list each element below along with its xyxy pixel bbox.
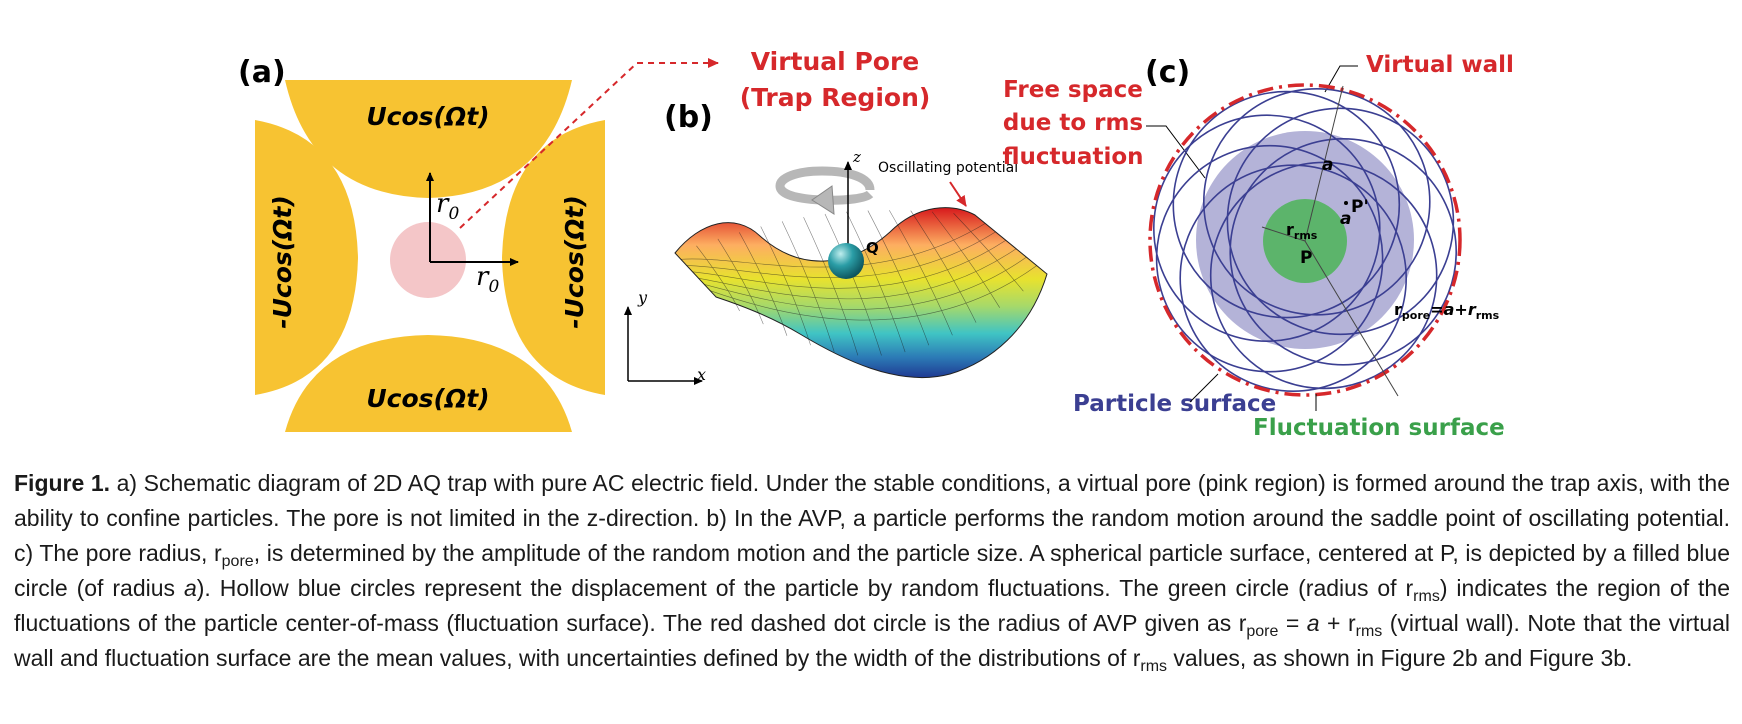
electrode-left (255, 120, 358, 395)
mesh-line (739, 232, 788, 336)
electrode-right (502, 120, 605, 395)
mesh-line (717, 238, 764, 325)
mesh-line (889, 210, 953, 336)
mesh-line (696, 245, 740, 312)
caption-label: Figure 1. (14, 470, 111, 496)
rotation-arrow (775, 166, 875, 205)
mesh-line (781, 221, 835, 352)
mesh-line (680, 223, 986, 268)
particle-displacement-circle (1203, 88, 1431, 316)
p-label: P (1300, 248, 1312, 268)
virtual-pore-title-line2: (Trap Region) (740, 83, 931, 112)
a-label-top: a (1322, 155, 1333, 175)
caption-subscript: pore (1246, 623, 1279, 640)
free-space-line2: due to rms (1003, 110, 1143, 136)
virtual-wall-circle (1148, 83, 1462, 397)
figure-1-illustration: (a) Ucos(Ωt) Ucos(Ωt) -Ucos(Ωt) -Ucos(Ωt… (238, 47, 1514, 441)
virtual-wall-pointer (1324, 65, 1358, 93)
electrode-bottom-label: Ucos(Ωt) (366, 384, 489, 413)
electrode-right-label: -Ucos(Ωt) (560, 195, 589, 329)
mesh-line (953, 213, 1024, 292)
caption-text: ). Hollow blue circles represent the dis… (196, 575, 1414, 601)
virtual-pore (390, 222, 466, 298)
mesh-line (710, 265, 1037, 321)
mesh-line (698, 248, 1017, 300)
caption-subscript: rms (1140, 658, 1168, 675)
caption-text: (virtual wall). Note that the virtual wa… (14, 610, 1731, 671)
caption-subscript: pore (221, 553, 254, 570)
panel-c: (c) Virtual wall Free space due to rms f… (1003, 52, 1514, 441)
mesh-line (846, 211, 906, 353)
electrode-top (285, 80, 572, 198)
particle-displacement-circle (1229, 138, 1457, 366)
mesh-line (686, 231, 996, 278)
caption-italic: a (183, 575, 197, 601)
mesh-line (692, 240, 1007, 289)
oscillating-potential-pointer (949, 181, 967, 207)
particle-displacement-circle (1179, 164, 1407, 393)
particle-surface-label: Particle surface (1073, 391, 1276, 417)
particle-displacement-circle (1155, 144, 1384, 373)
electrode-left-label: -Ucos(Ωt) (268, 195, 297, 329)
r0-vertical-label: r0 (436, 189, 459, 224)
particle-displacement-circle (1153, 114, 1381, 342)
mesh-line (704, 256, 1027, 310)
free-space-line1: Free space (1003, 77, 1143, 103)
caption-italic: a (1306, 610, 1320, 636)
caption-text: a) Schematic diagram of 2D AQ trap with … (14, 470, 1730, 566)
mesh-line (803, 217, 859, 356)
fluctuation-circles (1153, 88, 1457, 393)
radius-line-rrms (1261, 226, 1306, 242)
saddle-surface (674, 207, 1048, 379)
p-prime-point (1344, 201, 1348, 205)
rotation-arrow-head (811, 185, 835, 215)
panel-b-label: (b) (664, 100, 713, 135)
particle-q (828, 243, 864, 279)
caption-text: , is determined by the amplitude of the … (14, 540, 1730, 601)
free-space-pointer (1146, 125, 1206, 179)
particle-surface-pointer (1189, 373, 1219, 403)
caption-text: = (1278, 610, 1307, 636)
fluctuation-surface-label: Fluctuation surface (1253, 415, 1505, 441)
free-space-line3: fluctuation (1003, 144, 1144, 170)
particle-displacement-circle (1172, 90, 1401, 319)
caption-text: ) indicates the region of the fluctuatio… (14, 575, 1731, 636)
electrode-top-label: Ucos(Ωt) (366, 102, 489, 131)
z-axis-label: z (852, 148, 861, 166)
pore-link-arrow (459, 58, 719, 229)
rpore-label: rpore=a+rrms (1394, 300, 1500, 322)
y-axis-label: y (637, 288, 648, 307)
particle-displacement-circle (1226, 107, 1455, 336)
caption-text: values, as shown in Figure 2b and Figure… (1167, 645, 1633, 671)
particle-q-label: Q (866, 239, 879, 257)
virtual-pore-title-line1: Virtual Pore (751, 47, 919, 76)
electrode-bottom (285, 335, 572, 432)
panel-c-label: (c) (1145, 55, 1190, 90)
saddle-surface-mesh (680, 210, 1037, 356)
oscillating-potential-label: Oscillating potential (878, 160, 1018, 176)
rrms-label: rrms (1286, 220, 1318, 242)
radius-line-a (1304, 85, 1344, 242)
caption-text: + r (1319, 610, 1356, 636)
virtual-wall-label: Virtual wall (1366, 52, 1514, 78)
a-label-inner: a (1340, 209, 1351, 229)
panel-a: (a) Ucos(Ωt) Ucos(Ωt) -Ucos(Ωt) -Ucos(Ωt… (238, 55, 719, 432)
mesh-line (931, 211, 1000, 308)
r0-horizontal-label: r0 (476, 262, 499, 297)
radius-line-rpore (1304, 240, 1399, 397)
x-axis-label: x (697, 365, 706, 384)
mesh-line (760, 226, 811, 346)
caption-subscript: rms (1355, 623, 1383, 640)
particle-displacement-circle (1209, 161, 1438, 390)
caption-subscript: rms (1413, 588, 1440, 605)
figure-caption: Figure 1. a) Schematic diagram of 2D AQ … (14, 466, 1730, 676)
mesh-line (867, 210, 930, 346)
panel-b: (b) Virtual Pore (Trap Region) z Q Oscil… (624, 47, 1048, 385)
p-prime-label: P' (1351, 197, 1369, 217)
panel-a-label: (a) (238, 55, 286, 90)
